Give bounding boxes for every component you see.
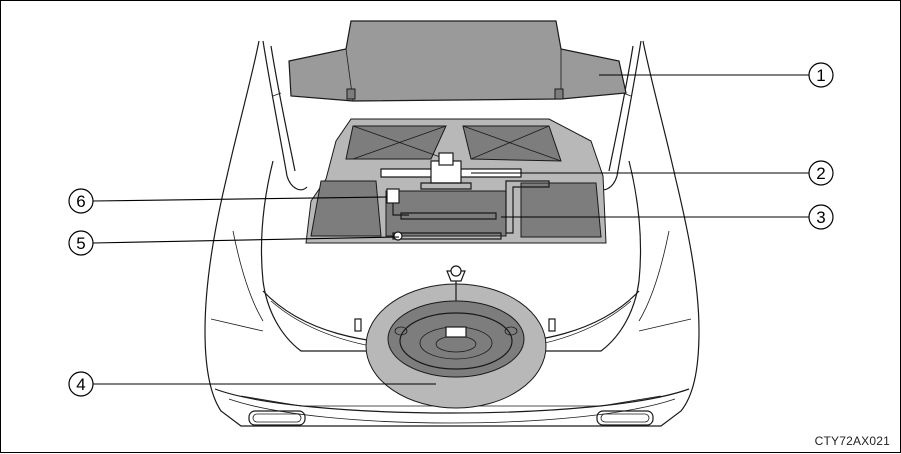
callout-4-label: 4 <box>76 375 85 394</box>
floor-board <box>305 118 607 244</box>
callout-5-label: 5 <box>76 234 85 253</box>
trunk-hinges <box>262 40 642 191</box>
callout-2: 2 <box>808 160 834 186</box>
callout-6: 6 <box>68 188 94 214</box>
callouts: 1 2 3 4 5 6 <box>68 62 834 397</box>
trunk-cover-panel <box>288 20 627 102</box>
callout-3: 3 <box>808 204 834 230</box>
callout-2-label: 2 <box>816 164 825 183</box>
callout-6-label: 6 <box>76 192 85 211</box>
callout-1: 1 <box>808 62 834 88</box>
callout-5: 5 <box>68 230 94 256</box>
callout-1-label: 1 <box>816 66 825 85</box>
callout-4: 4 <box>68 371 94 397</box>
leader-lines <box>92 74 809 385</box>
figure-code: CTY72AX021 <box>814 434 890 448</box>
callout-3-label: 3 <box>816 208 825 227</box>
spare-tire <box>354 265 556 409</box>
